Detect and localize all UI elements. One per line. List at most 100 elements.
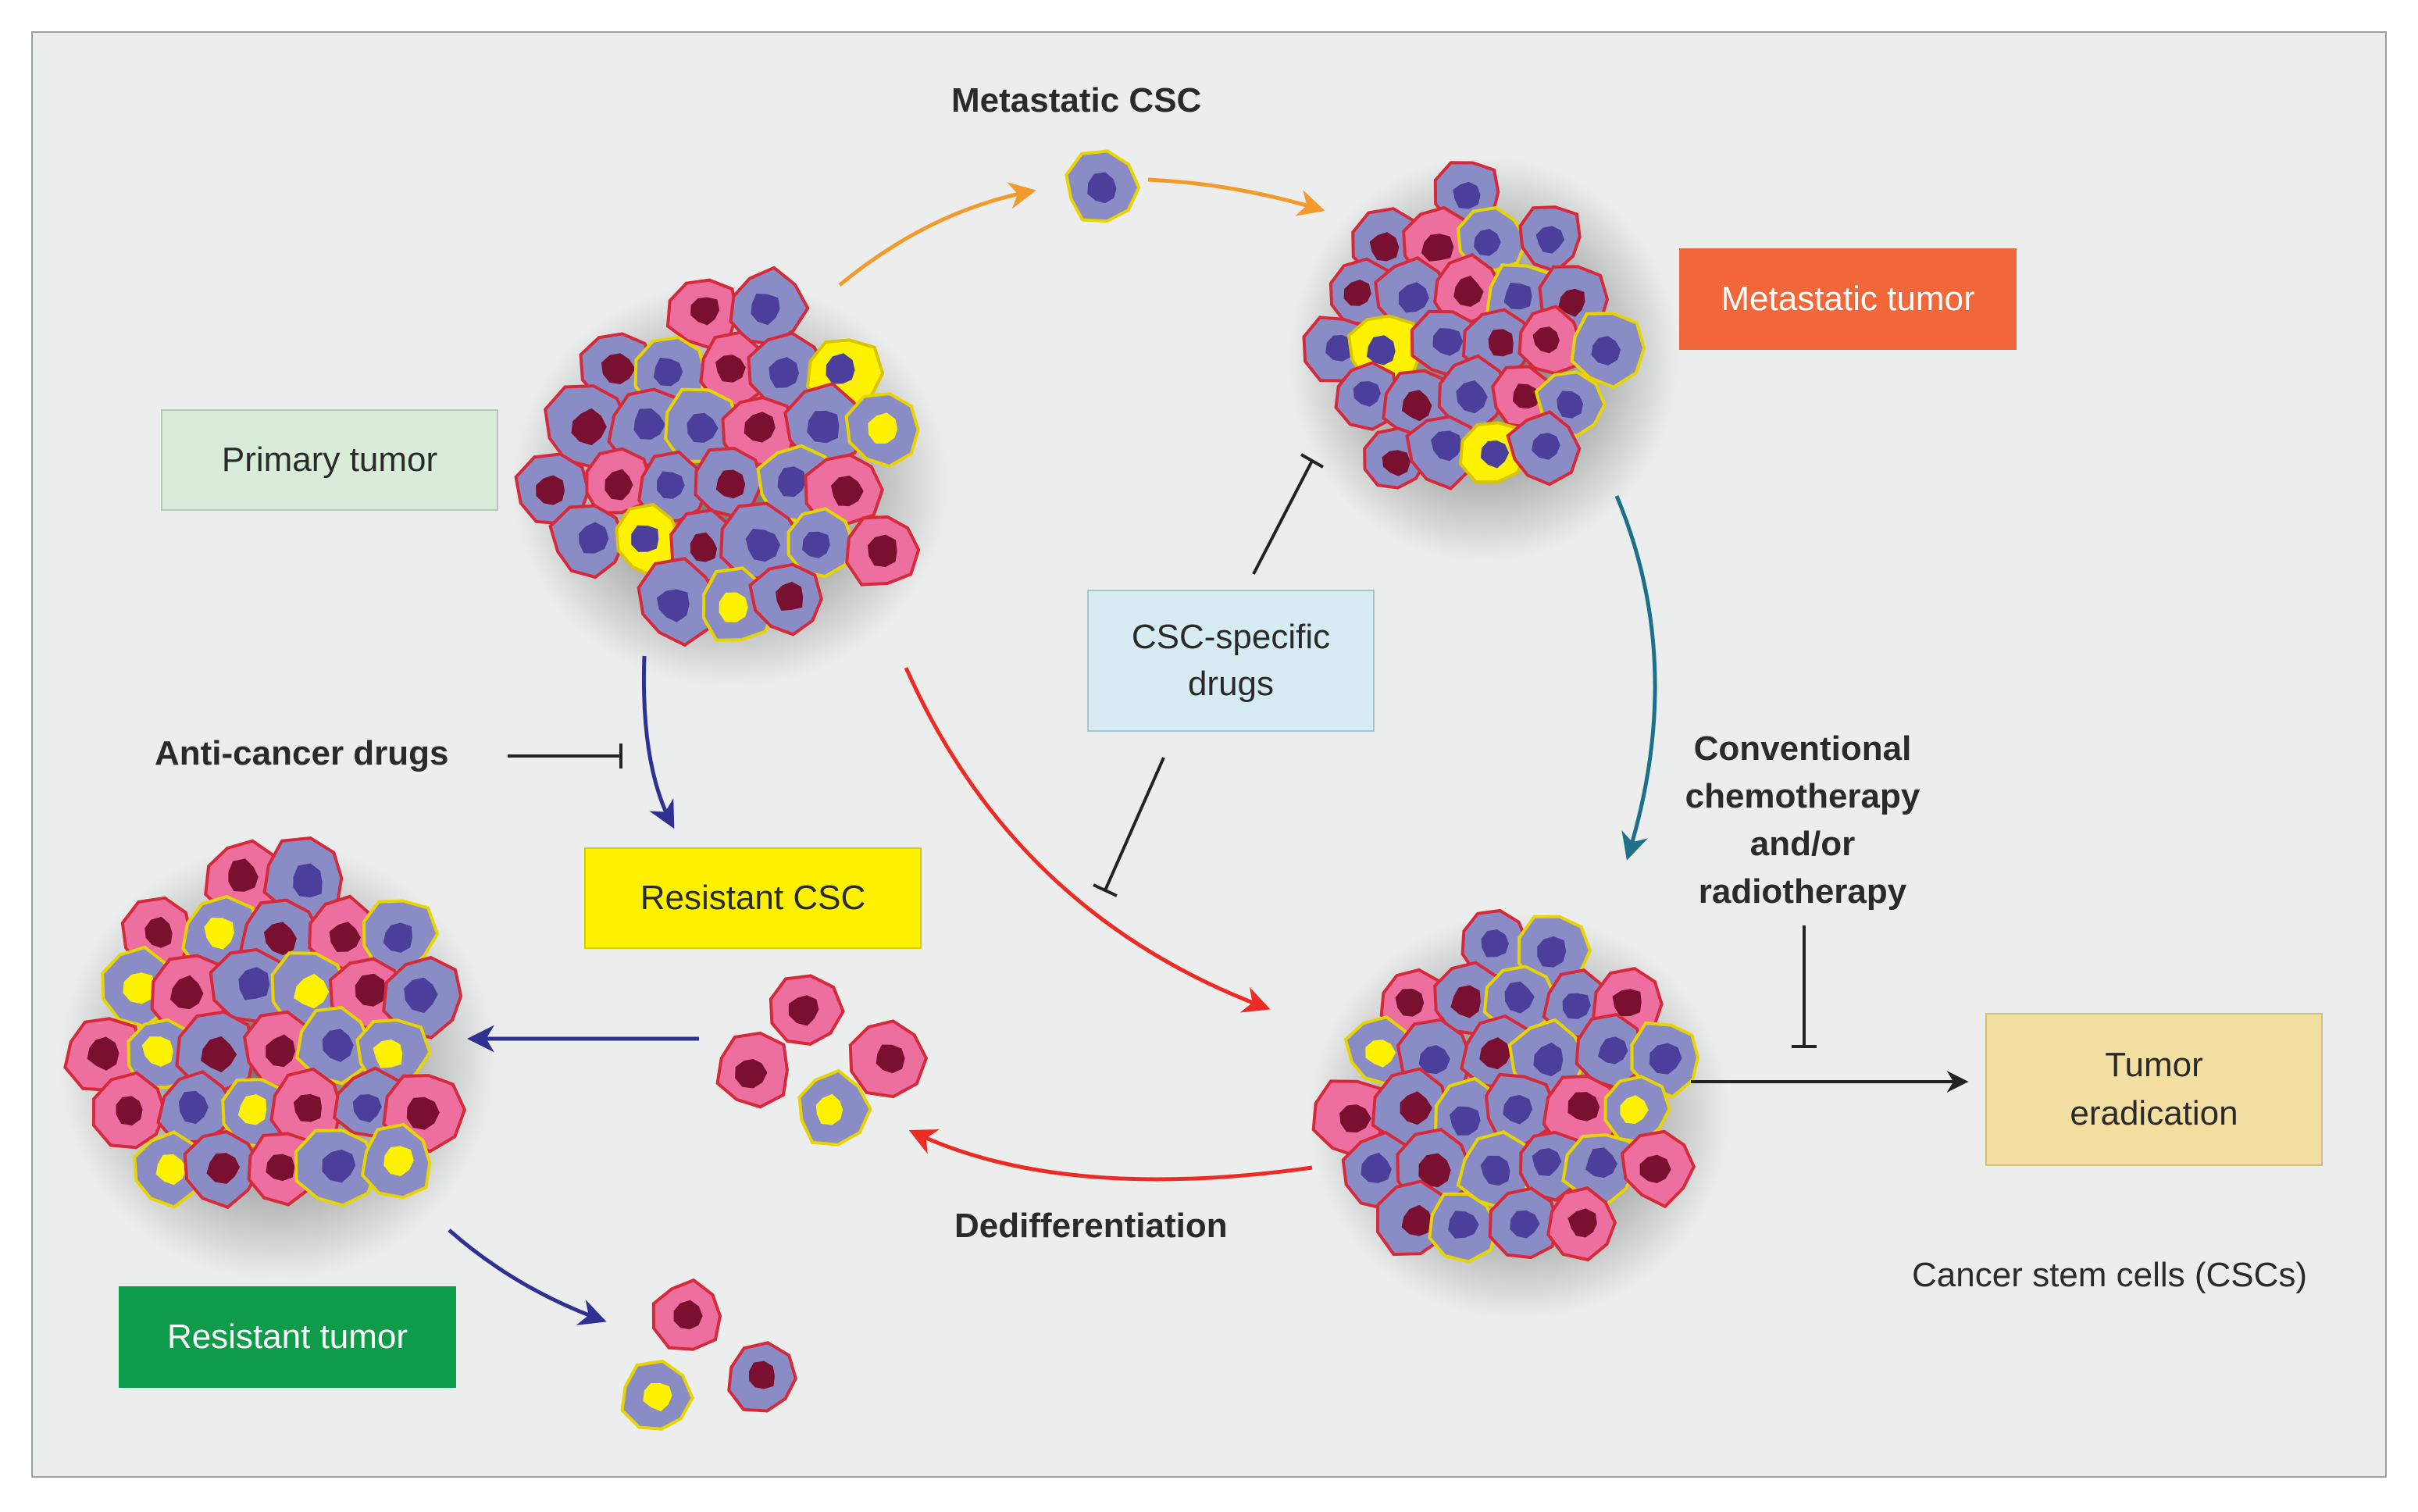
cell-nucleus — [1395, 989, 1425, 1017]
cell-nucleus — [769, 357, 800, 388]
cell-nucleus — [206, 1153, 241, 1184]
cell-nucleus — [1557, 390, 1584, 419]
cell-nucleus — [1639, 1154, 1671, 1183]
cell-nucleus — [633, 408, 666, 440]
cell-nucleus — [1532, 326, 1560, 354]
cell-nucleus — [1620, 1095, 1649, 1124]
tumor-eradication-line1: Tumor — [2105, 1046, 2203, 1084]
cell-nucleus — [1591, 336, 1621, 366]
cell-nucleus — [373, 1040, 403, 1068]
cell-nucleus — [1532, 433, 1560, 460]
cell-nucleus — [1382, 450, 1410, 476]
cell-nucleus — [1366, 335, 1396, 366]
cell-nucleus — [1430, 430, 1463, 462]
cell-nucleus — [1567, 1208, 1597, 1238]
cell-nucleus — [1562, 993, 1591, 1019]
cell-nucleus — [1432, 328, 1464, 356]
cell-nucleus — [123, 972, 155, 1004]
cell-nucleus — [1325, 335, 1353, 362]
cell-nucleus — [1401, 390, 1432, 422]
cell-nucleus — [1488, 329, 1514, 357]
cell-nucleus — [1480, 440, 1510, 469]
cell-nucleus — [1474, 229, 1501, 256]
resistant-tumor-spread-arrow — [448, 1228, 607, 1325]
metastatic-csc-cell — [1065, 149, 1141, 223]
resistant-tumor-box: Resistant tumor — [119, 1286, 456, 1388]
resistant-csc-box: Resistant CSC — [584, 847, 922, 949]
cell-nucleus — [1401, 1204, 1434, 1236]
cell-nucleus — [322, 1029, 354, 1062]
metastatic-tumor-cluster — [1289, 156, 1679, 562]
cell-nucleus — [1400, 1091, 1432, 1125]
cell-nucleus — [178, 1090, 209, 1125]
cell-nucleus — [294, 973, 330, 1009]
cell-nucleus — [237, 1094, 267, 1125]
cell-nucleus — [1339, 1104, 1371, 1133]
cell-nucleus — [1504, 981, 1535, 1014]
conventional-therapy-line3: and/or — [1749, 825, 1856, 863]
cell-nucleus — [263, 922, 297, 956]
cell-nucleus — [536, 475, 565, 505]
cell-nucleus — [238, 967, 270, 1000]
metastatic-csc-label: Metastatic CSC — [951, 81, 1202, 119]
arrows — [448, 177, 1969, 1325]
cell-nucleus — [293, 863, 323, 898]
cell-nucleus — [690, 297, 720, 326]
cell-nucleus — [1558, 288, 1585, 317]
cell-nucleus — [604, 469, 633, 501]
cell-nucleus — [1418, 1153, 1451, 1188]
cell-nucleus — [87, 1036, 119, 1071]
inhibition-lines — [508, 453, 1817, 1048]
cell-nucleus — [1612, 989, 1642, 1017]
cell-nucleus — [1479, 1037, 1512, 1070]
cell-nucleus — [777, 466, 807, 497]
therapy-inhibit-eradication-line — [1792, 925, 1817, 1048]
resistant-tumor-label: Resistant tumor — [166, 1318, 408, 1356]
conventional-therapy-label: Conventional chemotherapy and/or radioth… — [1654, 725, 1951, 915]
cell-nucleus — [715, 469, 746, 499]
cell-nucleus — [144, 916, 173, 948]
cell-nucleus — [1448, 1211, 1479, 1239]
cell-nucleus — [1567, 1092, 1600, 1122]
cell-nucleus — [735, 1058, 768, 1089]
cell-nucleus — [826, 353, 855, 384]
anti-cancer-drugs-inhibit-line — [508, 744, 622, 768]
cell-nucleus — [1087, 172, 1117, 204]
resistant-cell-group — [715, 974, 929, 1146]
primary-tumor-box: Primary tumor — [161, 409, 498, 511]
spreading-cell-group — [620, 1278, 797, 1431]
conventional-therapy-line2: chemotherapy — [1685, 777, 1920, 815]
cell-nucleus — [169, 975, 204, 1010]
metastatic-tumor-label: Metastatic tumor — [1721, 280, 1975, 318]
resistant-csc-label: Resistant CSC — [640, 879, 866, 917]
primary-tumor-cluster — [512, 266, 949, 687]
cell-nucleus — [228, 858, 259, 892]
cell-nucleus — [1421, 234, 1454, 262]
cell-nucleus — [751, 294, 780, 326]
cell-nucleus — [155, 1154, 187, 1186]
cell-nucleus — [1503, 282, 1532, 310]
csc-drugs-inhibit-dedifferentiation-line — [1093, 757, 1165, 897]
dedifferentiation-label: Dedifferentiation — [954, 1207, 1228, 1245]
tumor-eradication-line2: eradication — [2070, 1094, 2238, 1132]
primary-to-treated-tumor-arrow — [904, 666, 1271, 1013]
cell-nucleus — [744, 412, 776, 443]
dedifferentiation-arrow — [908, 1129, 1313, 1182]
cell-nucleus — [141, 1036, 173, 1067]
anti-cancer-drugs-label: Anti-cancer drugs — [155, 734, 449, 772]
cell-nucleus — [719, 592, 748, 622]
cell-nucleus — [653, 357, 683, 387]
cell-nucleus — [1535, 226, 1565, 254]
cell-nucleus — [1532, 1148, 1562, 1176]
cell-nucleus — [1361, 1152, 1392, 1183]
cell-nucleus — [329, 922, 361, 952]
metastatic-csc-to-metastatic-tumor-arrow — [1147, 177, 1325, 216]
cell-nucleus — [788, 995, 819, 1026]
cell-nucleus — [1597, 1036, 1628, 1064]
cell-nucleus — [745, 528, 780, 562]
cell-nucleus — [802, 531, 830, 558]
cell-nucleus — [1537, 936, 1567, 968]
csc-drugs-inhibit-metastasis-line — [1252, 453, 1324, 575]
csc-specific-drugs-line2: drugs — [1187, 665, 1275, 703]
cell-nucleus — [831, 475, 864, 507]
